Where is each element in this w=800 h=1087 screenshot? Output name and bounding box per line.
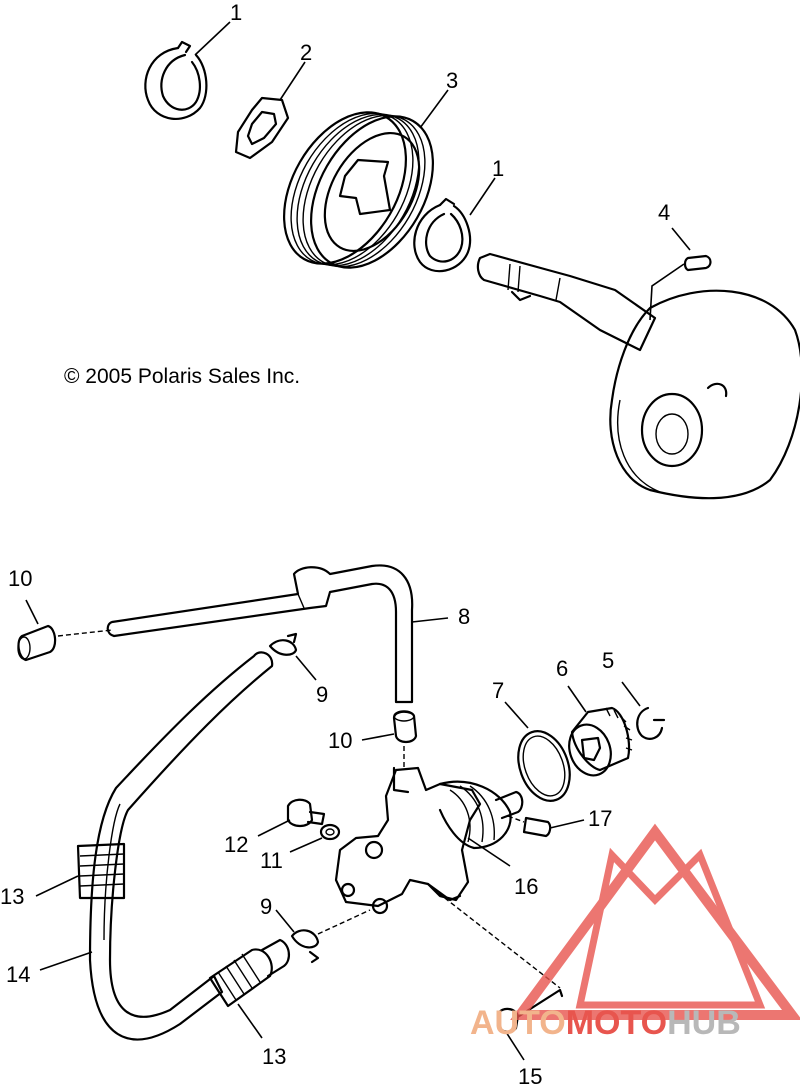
hose-fitting-left: [17, 624, 57, 662]
callout-9-top: 9: [316, 682, 328, 707]
protective-sleeve-upper: [76, 842, 126, 900]
callout-11: 11: [260, 848, 283, 873]
leader-7: [504, 701, 529, 729]
callout-6: 6: [556, 656, 568, 681]
o-ring: [517, 730, 571, 802]
leader-10a: [25, 599, 39, 625]
assembly-line-10a: [57, 629, 113, 637]
woodruff-key: [683, 254, 712, 272]
callout-13-lower: 13: [262, 1044, 286, 1069]
leader-2: [279, 61, 306, 101]
key-slot-pointer: [649, 263, 685, 321]
leader-13b: [237, 1003, 263, 1039]
callout-4: 4: [658, 200, 670, 225]
callout-16: 16: [514, 874, 538, 899]
callout-12: 12: [224, 832, 248, 857]
watermark-triangle-outer: [510, 823, 800, 1020]
assembly-line-15: [431, 887, 561, 989]
hose-clamp-bottom: [290, 929, 320, 964]
oil-pump-body: [334, 766, 524, 915]
callout-10-left: 10: [8, 566, 32, 591]
watermark-text-moto: MOTO: [566, 1004, 667, 1042]
sealing-washer: [319, 823, 341, 841]
protective-sleeve-lower: [208, 938, 290, 1008]
callout-14: 14: [6, 962, 30, 987]
watermark-text-hub: HUB: [667, 1004, 741, 1042]
oil-line-tube: [106, 564, 414, 704]
leader-8: [411, 617, 449, 623]
drive-gear: [568, 706, 633, 777]
leader-1a: [194, 21, 231, 56]
e-clip: [636, 706, 666, 740]
leader-5: [621, 681, 641, 707]
leader-1b: [469, 177, 496, 216]
banjo-bolt: [286, 798, 326, 828]
callout-15: 15: [518, 1064, 542, 1087]
leader-15: [505, 1031, 525, 1061]
leader-11: [289, 837, 323, 853]
watermark-triangle-inner: [575, 847, 766, 1009]
watermark-logo: [510, 823, 800, 1020]
screw-17: [522, 816, 552, 838]
callout-2: 2: [300, 40, 312, 65]
leader-6: [567, 685, 587, 713]
callout-8: 8: [458, 604, 470, 629]
leader-16: [467, 837, 511, 867]
hose-clamp-top: [268, 632, 298, 656]
leader-3: [419, 89, 449, 129]
crankshaft: [476, 252, 657, 352]
callout-5: 5: [602, 648, 614, 673]
watermark-text-auto: AUTO: [470, 1004, 566, 1042]
leader-9a: [295, 655, 317, 681]
leader-4: [671, 227, 691, 251]
watermark-text: AUTOMOTOHUB: [470, 1004, 741, 1042]
retaining-ring-middle: [413, 197, 472, 273]
callout-10-center: 10: [328, 728, 352, 753]
oil-hose: [88, 651, 274, 1041]
copyright-notice: © 2005 Polaris Sales Inc.: [64, 365, 300, 388]
callout-1-second: 1: [492, 156, 504, 181]
retaining-ring-top: [144, 40, 208, 120]
leader-14: [39, 951, 93, 971]
callout-3: 3: [446, 68, 458, 93]
keyed-washer: [234, 96, 290, 160]
crankshaft-flywheel: [609, 289, 800, 500]
callout-1: 1: [230, 0, 242, 25]
callout-13-upper: 13: [0, 884, 24, 909]
callout-17: 17: [588, 806, 612, 831]
leader-10b: [361, 733, 395, 741]
callout-9-bottom: 9: [260, 894, 272, 919]
callout-7: 7: [492, 678, 504, 703]
leader-9b: [275, 909, 295, 933]
leader-12: [257, 819, 291, 837]
assembly-line-17: [507, 815, 525, 823]
assembly-line-9b: [317, 909, 371, 935]
drive-pulley: [282, 111, 435, 269]
hose-fitting-center: [392, 710, 418, 744]
leader-17: [549, 819, 585, 829]
leader-13a: [35, 875, 79, 897]
